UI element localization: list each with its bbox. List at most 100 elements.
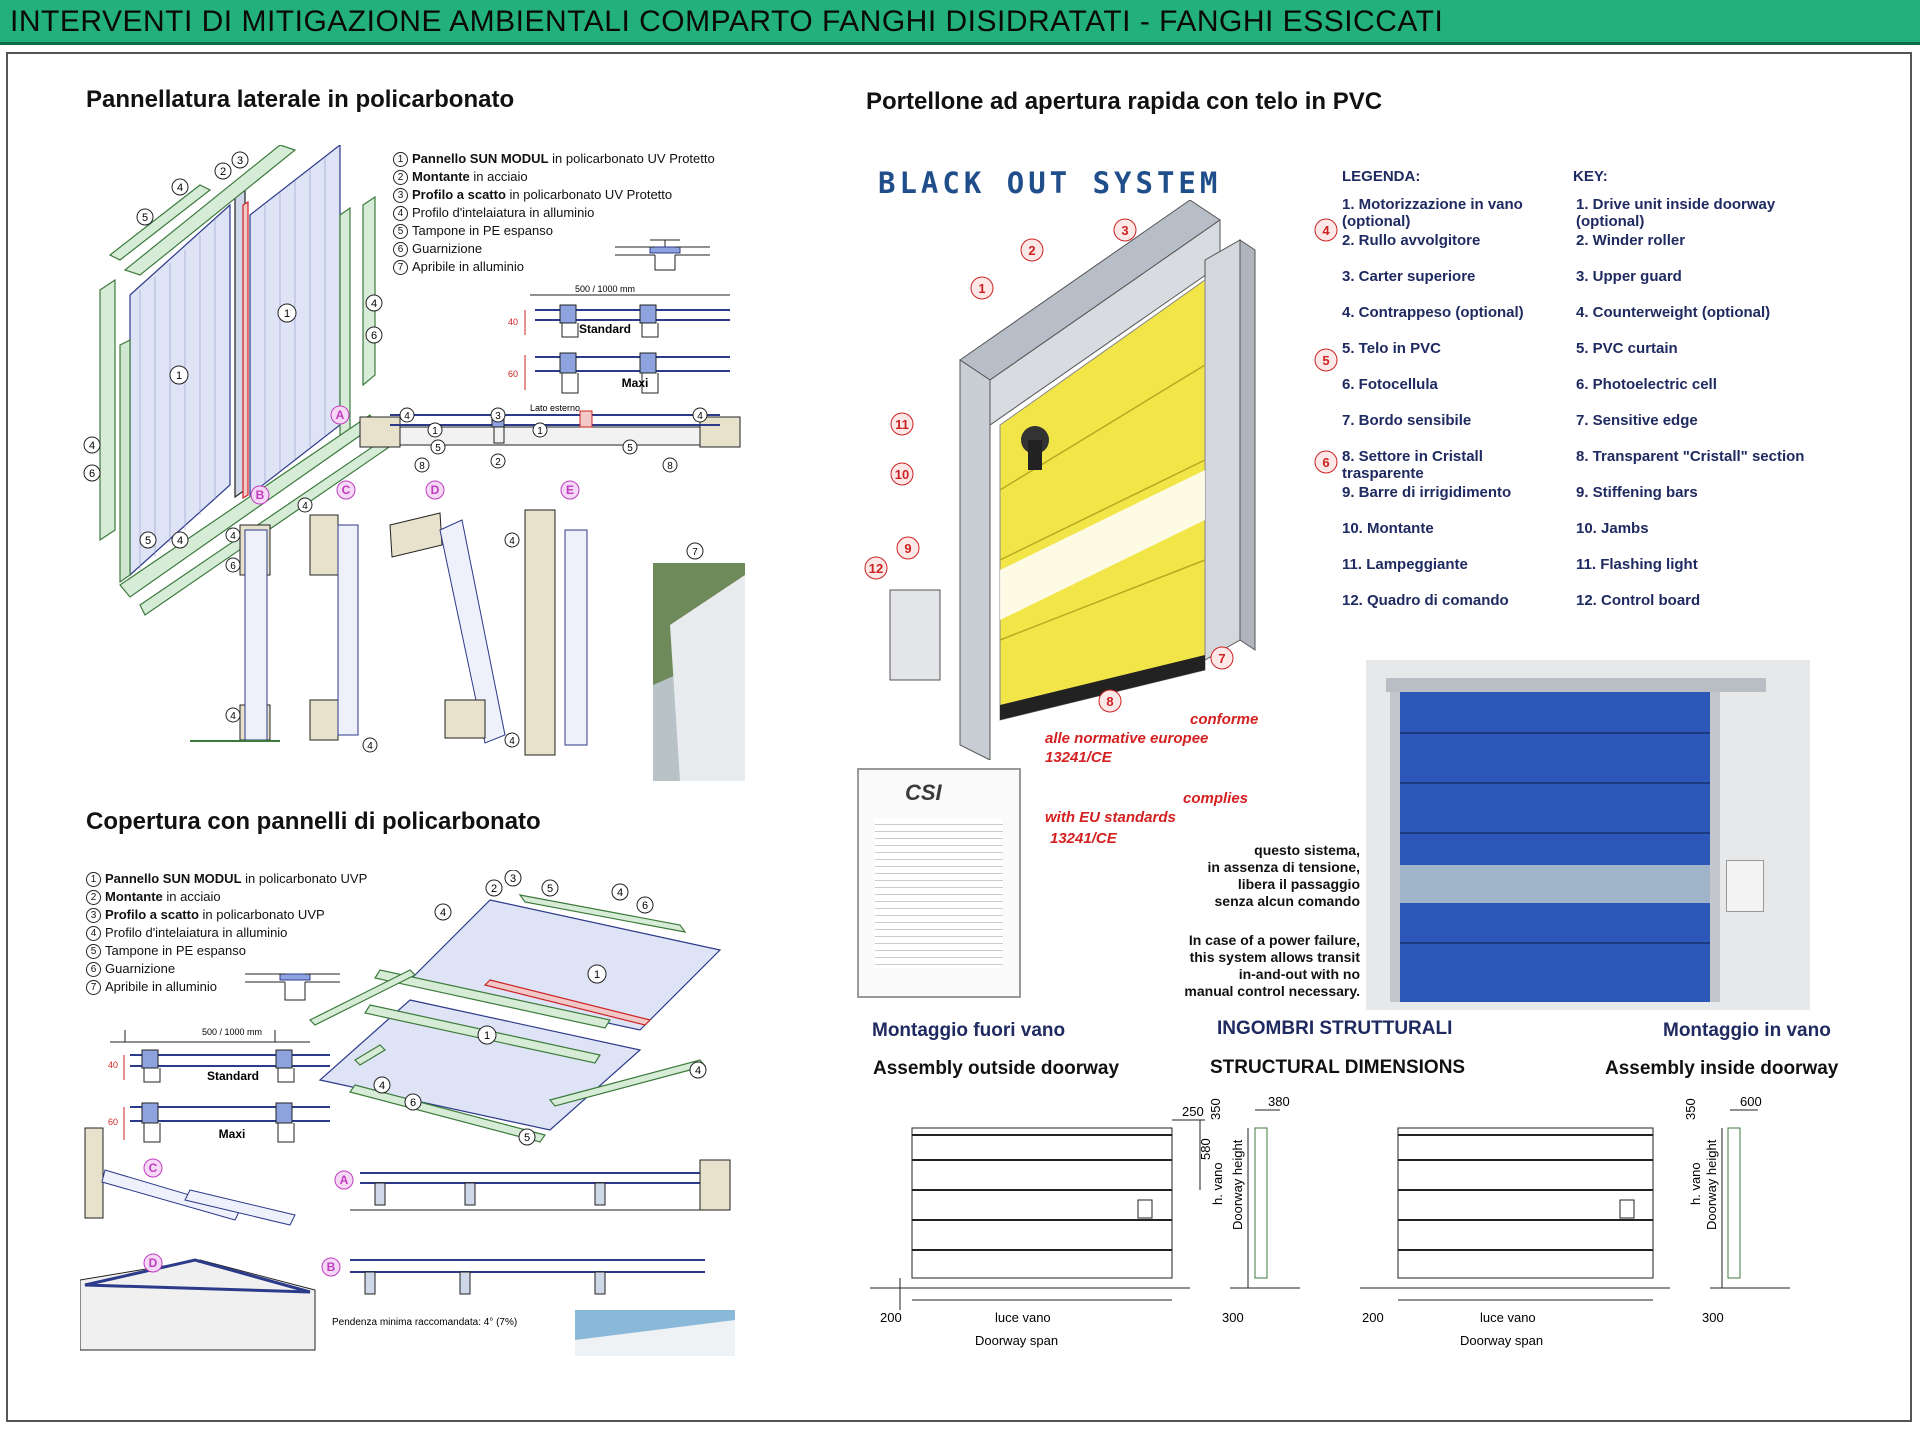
dim-40-label: 40 bbox=[508, 317, 518, 327]
svg-text:5: 5 bbox=[524, 1132, 530, 1144]
svg-text:2: 2 bbox=[1028, 243, 1035, 258]
callout-number-icon: 1 bbox=[393, 152, 408, 168]
csi-certificate: CSI bbox=[857, 768, 1021, 998]
svg-text:4: 4 bbox=[697, 411, 703, 422]
svg-text:Doorway span: Doorway span bbox=[975, 1333, 1058, 1348]
svg-text:luce vano: luce vano bbox=[995, 1310, 1051, 1325]
svg-text:4: 4 bbox=[1322, 223, 1330, 238]
svg-text:4: 4 bbox=[379, 1080, 385, 1092]
svg-text:5: 5 bbox=[1322, 353, 1329, 368]
svg-text:200: 200 bbox=[1362, 1310, 1384, 1325]
door-title: Portellone ad apertura rapida con telo i… bbox=[866, 88, 1383, 115]
roof-sections-ab bbox=[350, 1159, 731, 1295]
svg-text:5: 5 bbox=[547, 883, 553, 895]
side-panel-drawing: 4 5 2 3 1 1 4 6 4 6 5 4 50 bbox=[83, 145, 745, 781]
callout-number-icon: 5 bbox=[86, 944, 101, 960]
svg-text:D: D bbox=[431, 483, 440, 497]
svg-text:2: 2 bbox=[495, 457, 501, 468]
roof-dim-span-label: 500 / 1000 mm bbox=[202, 1027, 262, 1037]
svg-text:3: 3 bbox=[510, 873, 516, 885]
legenda-list: 1. Motorizzazione in vano (optional)2. R… bbox=[1342, 196, 1567, 628]
callout-number-icon: 2 bbox=[393, 170, 408, 186]
svg-text:4: 4 bbox=[89, 440, 95, 452]
legenda-item: 7. Bordo sensibile bbox=[1342, 412, 1472, 429]
svg-text:6: 6 bbox=[230, 561, 236, 572]
dimension-drawings: 250 580 380 350 600 350 200 300 200 300 … bbox=[870, 1094, 1790, 1348]
svg-text:9: 9 bbox=[904, 541, 911, 556]
svg-text:4: 4 bbox=[440, 907, 446, 919]
standard-label: Standard bbox=[579, 322, 631, 336]
svg-text:300: 300 bbox=[1222, 1310, 1244, 1325]
svg-text:Doorway height: Doorway height bbox=[1704, 1139, 1719, 1230]
svg-text:4: 4 bbox=[509, 736, 515, 747]
lato-esterno-label: Lato esterno bbox=[530, 403, 580, 413]
svg-text:3: 3 bbox=[237, 155, 243, 167]
conforme-3: 13241/CE bbox=[1045, 749, 1112, 766]
key-item: 5. PVC curtain bbox=[1576, 340, 1678, 357]
svg-text:8: 8 bbox=[419, 461, 425, 472]
maxi-label: Maxi bbox=[622, 376, 649, 390]
key-item: 1. Drive unit inside doorway (optional) bbox=[1576, 196, 1776, 230]
brand-logo: BLACK OUT SYSTEM bbox=[878, 166, 1222, 200]
svg-text:7: 7 bbox=[1218, 651, 1225, 666]
legenda-item: 2. Rullo avvolgitore bbox=[1342, 232, 1481, 249]
svg-text:Doorway height: Doorway height bbox=[1230, 1139, 1245, 1230]
roof-sections-cd bbox=[80, 1127, 316, 1351]
roof-section-letters: C D A B bbox=[143, 1158, 354, 1277]
side-panel-title: Pannellatura laterale in policarbonato bbox=[86, 86, 515, 113]
svg-text:250: 250 bbox=[1182, 1104, 1204, 1119]
callout-number-icon: 1 bbox=[86, 872, 101, 888]
complies-1: complies bbox=[1183, 790, 1249, 807]
complies-3: 13241/CE bbox=[1050, 830, 1117, 847]
svg-text:8: 8 bbox=[667, 461, 673, 472]
svg-text:1: 1 bbox=[537, 426, 543, 437]
svg-text:4: 4 bbox=[230, 711, 236, 722]
content-frame bbox=[6, 52, 1912, 1422]
key-item: 11. Flashing light bbox=[1576, 556, 1698, 573]
svg-text:2: 2 bbox=[491, 883, 497, 895]
key-item: 10. Jambs bbox=[1576, 520, 1649, 537]
legenda-item: 6. Fotocellula bbox=[1342, 376, 1438, 393]
svg-text:4: 4 bbox=[177, 182, 183, 194]
svg-text:600: 600 bbox=[1740, 1094, 1762, 1109]
key-item: 7. Sensitive edge bbox=[1576, 412, 1698, 429]
roof-callouts: 4 2 3 5 4 6 1 1 4 6 4 5 bbox=[373, 870, 707, 1146]
svg-text:40: 40 bbox=[108, 1060, 118, 1070]
callout-number-icon: 4 bbox=[393, 206, 408, 222]
svg-text:8: 8 bbox=[1106, 694, 1113, 709]
svg-text:3: 3 bbox=[1121, 223, 1128, 238]
complies-2: with EU standards bbox=[1045, 809, 1176, 826]
svg-text:5: 5 bbox=[145, 535, 151, 547]
legenda-item: 12. Quadro di comando bbox=[1342, 592, 1509, 609]
exploded-roof-view bbox=[308, 894, 722, 1143]
key-item: 8. Transparent "Cristall" section bbox=[1576, 448, 1805, 465]
key-list: 1. Drive unit inside doorway (optional)2… bbox=[1576, 196, 1806, 628]
key-item: 6. Photoelectric cell bbox=[1576, 376, 1717, 393]
roof-panel-title: Copertura con pannelli di policarbonato bbox=[86, 808, 541, 835]
svg-text:6: 6 bbox=[371, 330, 377, 342]
svg-text:4: 4 bbox=[371, 298, 377, 310]
control-box bbox=[889, 589, 941, 681]
svg-text:4: 4 bbox=[230, 531, 236, 542]
key-item: 9. Stiffening bars bbox=[1576, 484, 1698, 501]
svg-text:B: B bbox=[327, 1260, 336, 1274]
callout-number-icon: 6 bbox=[86, 962, 101, 978]
callout-number-icon: 4 bbox=[86, 926, 101, 942]
door-callouts: 1 2 3 4 5 6 7 8 9 10 11 12 bbox=[864, 218, 1338, 713]
svg-text:h. vano: h. vano bbox=[1688, 1162, 1703, 1205]
profile-detail bbox=[615, 239, 710, 271]
legenda-item: 8. Settore in Cristall trasparente bbox=[1342, 448, 1483, 482]
svg-text:1: 1 bbox=[484, 1030, 490, 1042]
svg-text:4: 4 bbox=[617, 887, 623, 899]
svg-text:1: 1 bbox=[978, 281, 985, 296]
dim-60-label: 60 bbox=[508, 369, 518, 379]
